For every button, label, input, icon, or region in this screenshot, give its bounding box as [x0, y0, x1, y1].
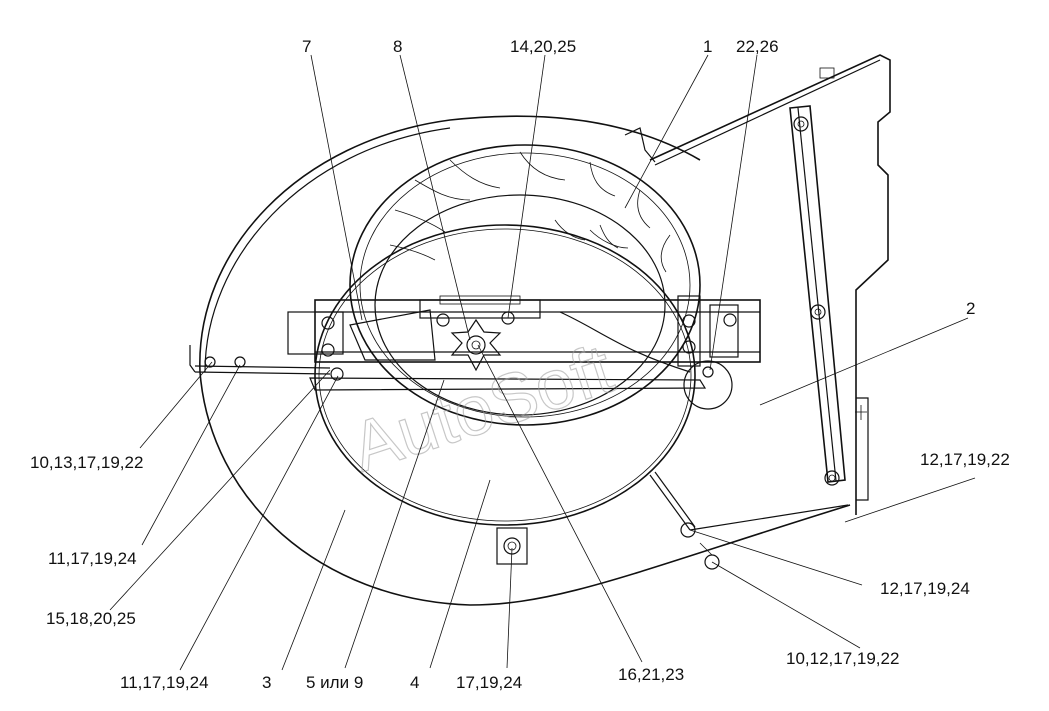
callout-labels: 7 8 14,20,25 1 22,26 2 10,13,17,19,22 11… — [30, 37, 1010, 692]
callout-5-or-9: 5 или 9 — [306, 673, 363, 692]
callout-1: 1 — [703, 37, 712, 56]
left-bracket — [189, 345, 331, 375]
callout-8: 8 — [393, 37, 402, 56]
volute-housing — [199, 115, 851, 606]
inner-disc — [314, 224, 696, 526]
callout-12-17-19-22: 12,17,19,22 — [920, 450, 1010, 469]
hub-star — [450, 318, 502, 372]
callout-11-17-19-24-b: 11,17,19,24 — [120, 673, 209, 692]
callout-7: 7 — [302, 37, 311, 56]
callout-4: 4 — [410, 673, 419, 692]
callout-12-17-19-24: 12,17,19,24 — [880, 579, 970, 598]
callout-15-18-20-25: 15,18,20,25 — [46, 609, 136, 628]
cross-frame — [287, 295, 761, 391]
top-cover — [624, 54, 891, 515]
detail-circle — [683, 360, 733, 410]
bottom-plate — [649, 471, 849, 570]
callout-22-26: 22,26 — [736, 37, 779, 56]
callout-2: 2 — [966, 299, 975, 318]
support-bar — [789, 105, 869, 501]
callout-3: 3 — [262, 673, 271, 692]
callout-10-13-17-19-22: 10,13,17,19,22 — [30, 453, 143, 472]
callout-10-12-17-19-22: 10,12,17,19,22 — [786, 649, 899, 668]
impeller — [349, 144, 701, 426]
callout-11-17-19-24-a: 11,17,19,24 — [48, 549, 137, 568]
callout-14-20-25: 14,20,25 — [510, 37, 576, 56]
callout-16-21-23: 16,21,23 — [618, 665, 684, 684]
frame-bolts — [204, 311, 737, 565]
leader-lines — [109, 54, 976, 671]
callout-17-19-24: 17,19,24 — [456, 673, 522, 692]
